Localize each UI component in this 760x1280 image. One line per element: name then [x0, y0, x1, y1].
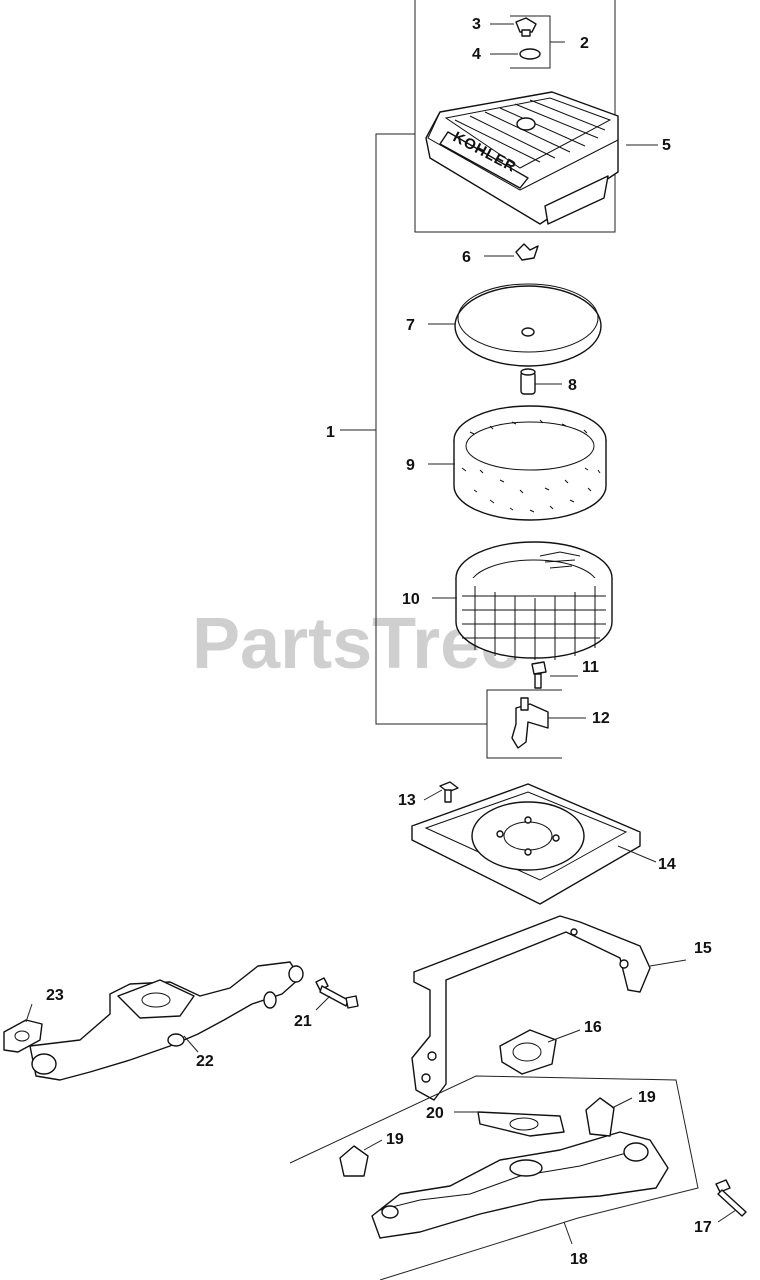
part-19-gasket-upper[interactable] — [585, 1097, 633, 1137]
callout-11: 11 — [582, 659, 599, 676]
part-17-bolt[interactable] — [715, 1179, 747, 1223]
callout-21: 21 — [294, 1013, 312, 1030]
part-2-knob-assembly[interactable] — [490, 15, 565, 69]
callout-19-upper: 19 — [638, 1089, 656, 1106]
callout-10: 10 — [402, 591, 420, 608]
callout-18: 18 — [570, 1251, 588, 1268]
part-12-bracket[interactable] — [486, 689, 586, 759]
part-14-air-cleaner-base[interactable] — [411, 783, 657, 905]
callout-9: 9 — [406, 457, 415, 474]
callout-17: 17 — [694, 1219, 712, 1236]
assembly-bracket-1 — [340, 133, 487, 725]
callout-8: 8 — [568, 377, 577, 394]
part-10-air-filter-element[interactable] — [432, 541, 613, 660]
callout-20: 20 — [426, 1105, 444, 1122]
callout-13: 13 — [398, 792, 416, 809]
callout-2: 2 — [580, 35, 589, 52]
part-15-support-bracket[interactable] — [411, 915, 687, 1101]
part-20-gasket[interactable] — [454, 1111, 565, 1137]
callout-15: 15 — [694, 940, 712, 957]
part-5-air-cleaner-cover[interactable]: KOHLER — [425, 91, 658, 225]
callout-16: 16 — [584, 1019, 602, 1036]
part-7-element-cover[interactable] — [428, 283, 602, 367]
callout-7: 7 — [406, 317, 415, 334]
part-11-bolt[interactable] — [531, 661, 578, 689]
part-21-bolt[interactable] — [315, 977, 359, 1011]
part-18-box — [289, 1075, 699, 1280]
callout-22: 22 — [196, 1053, 214, 1070]
part-16-gasket[interactable] — [499, 1029, 581, 1075]
part-9-precleaner[interactable] — [428, 405, 607, 521]
callout-23: 23 — [46, 987, 64, 1004]
callout-6: 6 — [462, 249, 471, 266]
callout-3: 3 — [472, 16, 481, 33]
callout-14: 14 — [658, 856, 676, 873]
callout-12: 12 — [592, 710, 610, 727]
callout-4: 4 — [472, 46, 481, 63]
part-19-gasket-lower[interactable] — [339, 1139, 383, 1177]
part-8-spacer[interactable] — [520, 368, 562, 395]
part-13-screw[interactable] — [423, 781, 459, 803]
part-22-intake-manifold[interactable] — [29, 961, 304, 1081]
callout-5: 5 — [662, 137, 671, 154]
callout-1: 1 — [326, 424, 335, 441]
part-23-gasket[interactable] — [3, 1003, 43, 1053]
callout-19-lower: 19 — [386, 1131, 404, 1148]
part-18-intake-manifold[interactable] — [371, 1131, 669, 1245]
part-6-wing-nut[interactable] — [484, 243, 539, 261]
